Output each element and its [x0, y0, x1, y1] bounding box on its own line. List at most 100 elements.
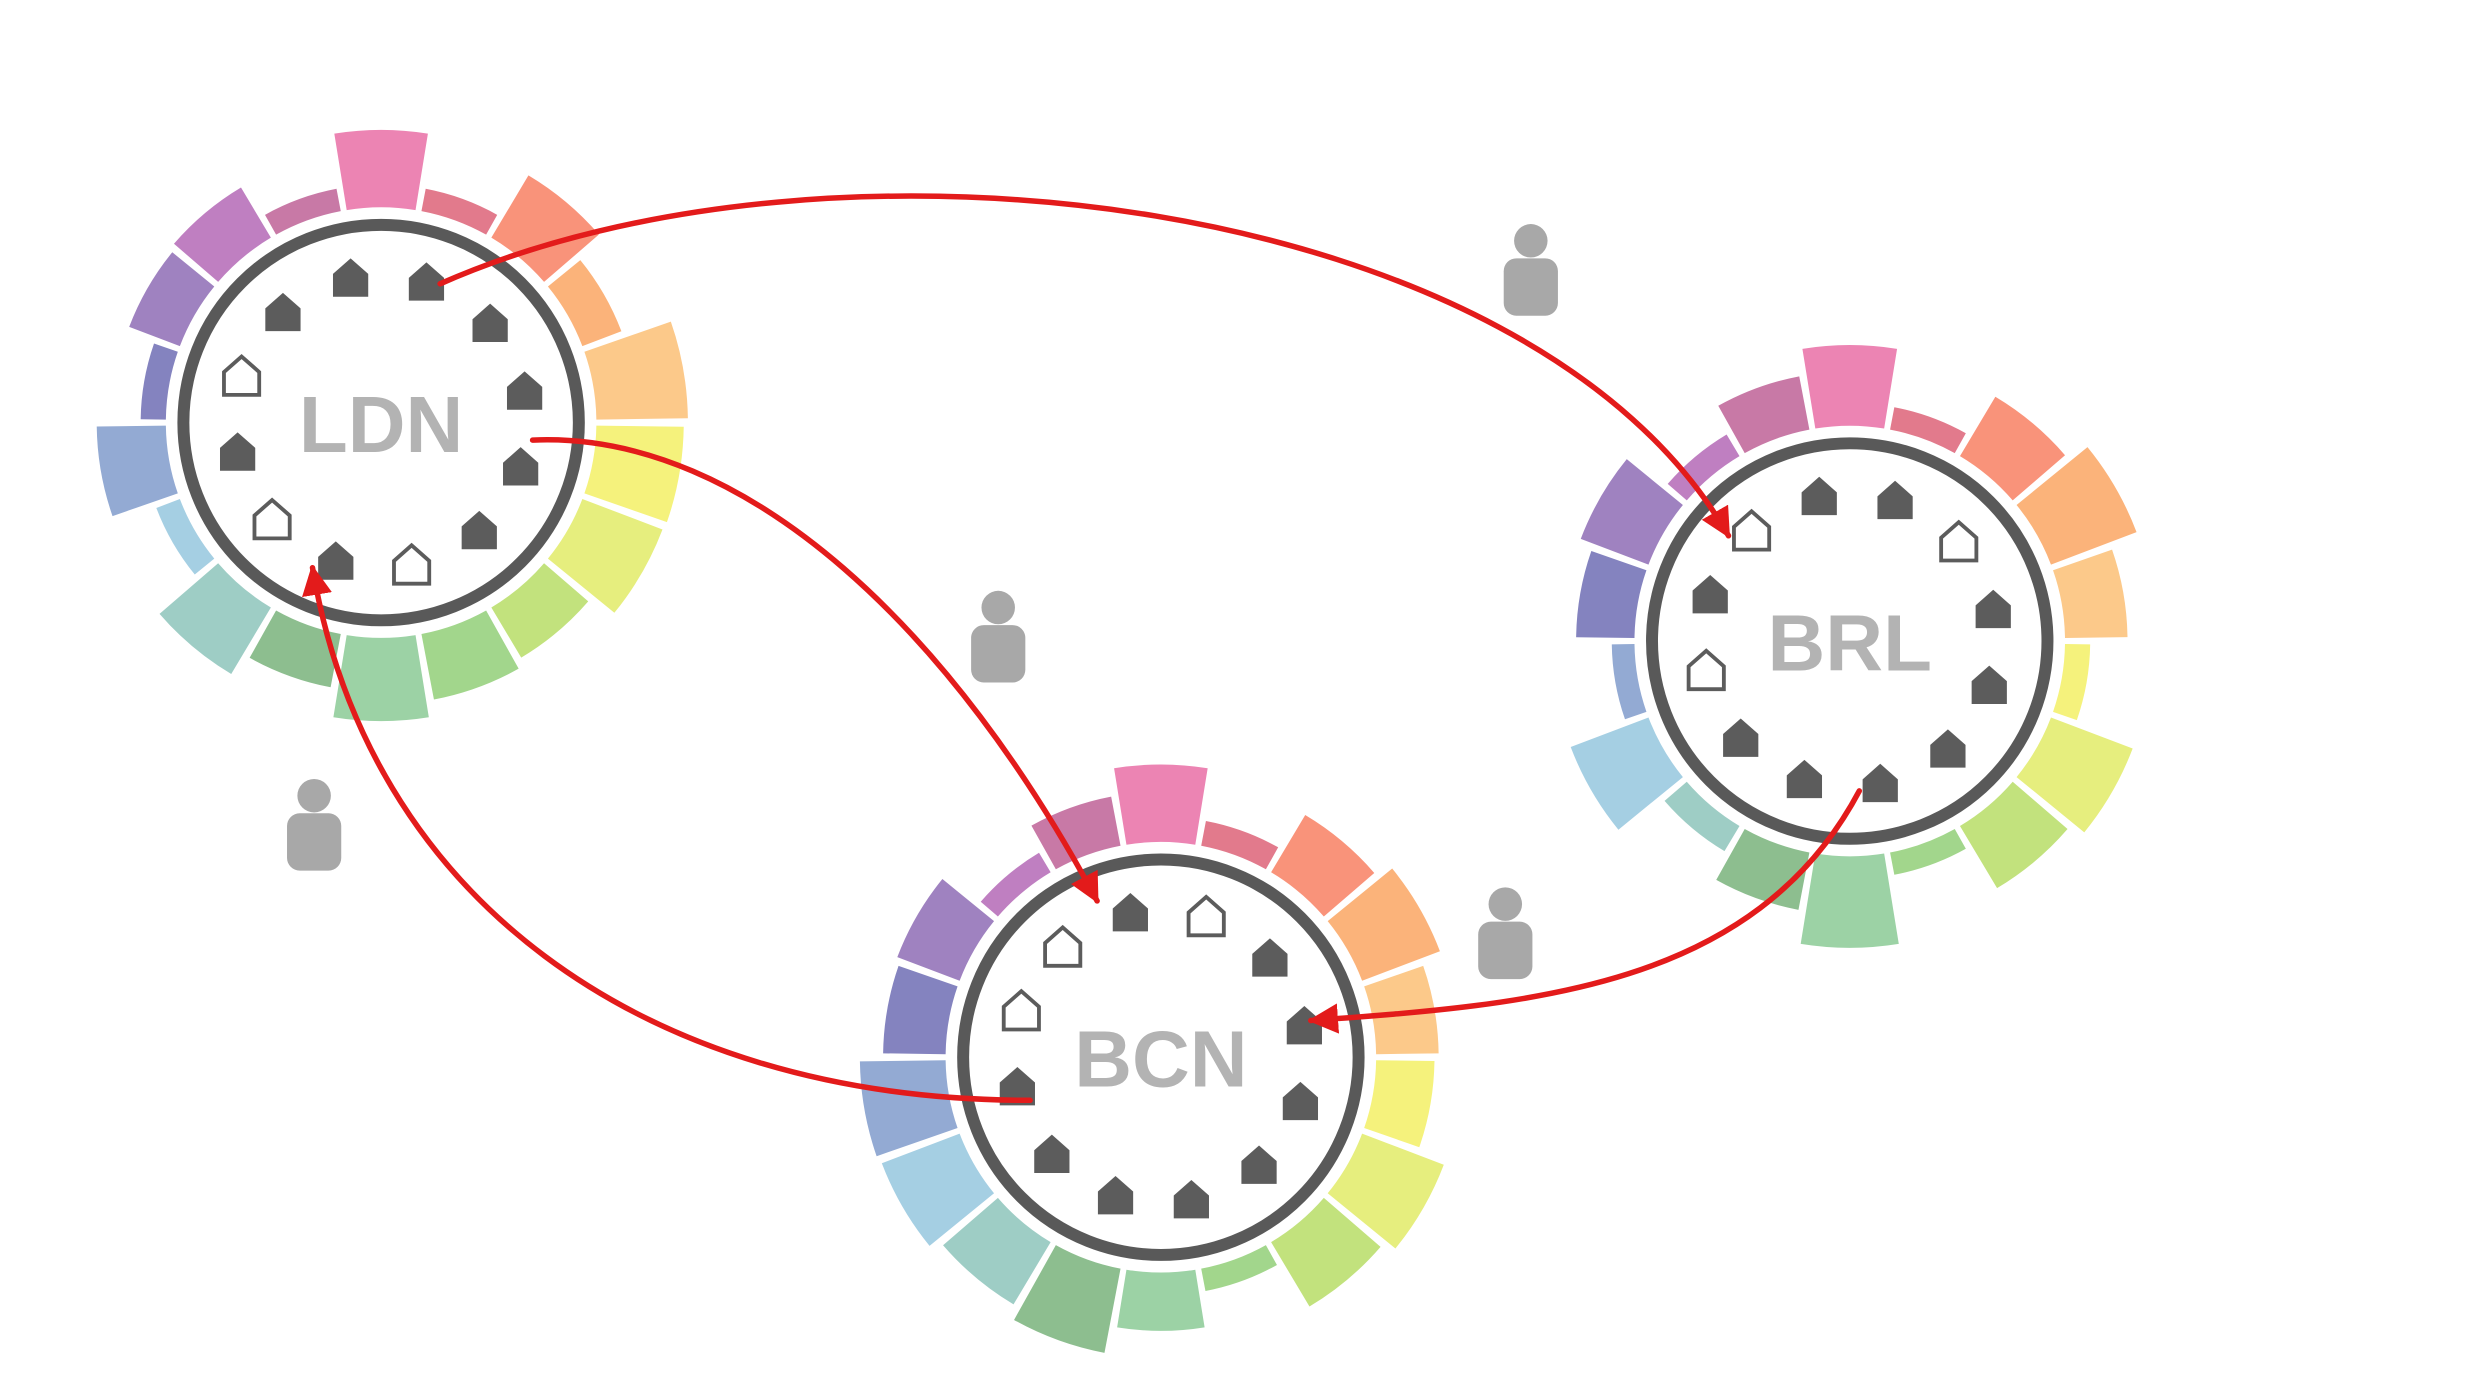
- house-icon: [506, 371, 543, 410]
- house-icon: [1971, 665, 2007, 704]
- city-node-brl: BRL: [1570, 345, 2137, 948]
- house-icon: [503, 447, 539, 486]
- brl-band-segment: [1959, 781, 2068, 889]
- brl-houses: [1686, 476, 2011, 803]
- ldn-band-segment: [173, 187, 271, 282]
- ldn-band-segment: [96, 425, 178, 517]
- house-icon: [332, 258, 369, 297]
- bcn-band-segment: [980, 852, 1051, 917]
- person-icon: [971, 590, 1026, 683]
- house-icon: [1930, 729, 1966, 768]
- cities-layer: LDN BRL BCN: [96, 129, 2137, 1353]
- brl-band-segment: [1800, 853, 1899, 948]
- bcn-band-segment: [1327, 1133, 1444, 1249]
- city-node-bcn: BCN: [859, 764, 1444, 1353]
- brl-band-segment: [1959, 396, 2066, 501]
- house-icon: [1862, 763, 1898, 803]
- house-icon: [472, 303, 508, 343]
- house-outline-icon: [1939, 519, 1979, 563]
- brl-band-segment: [1890, 828, 1966, 875]
- brl-band-segment: [1580, 459, 1683, 565]
- brl-band-segment: [1718, 376, 1810, 454]
- ldn-band-segment: [265, 188, 341, 235]
- house-outline-icon: [1186, 894, 1226, 938]
- house-icon: [1786, 759, 1823, 799]
- ldn-houses: [219, 258, 543, 586]
- house-outline-icon: [392, 542, 432, 586]
- ldn-band-segment: [547, 499, 663, 613]
- house-icon: [1112, 892, 1148, 932]
- link-brl-bcn-arrow: [1307, 788, 1863, 1034]
- bcn-band-segment: [1364, 965, 1439, 1055]
- bcn-band-segment: [1114, 764, 1208, 845]
- house-icon: [1034, 1134, 1070, 1174]
- ldn-band-segment: [140, 343, 178, 420]
- bcn-band-segment: [1031, 796, 1121, 870]
- house-icon: [1877, 480, 1913, 520]
- house-icon: [1241, 1145, 1277, 1184]
- house-icon: [1252, 938, 1288, 977]
- bcn-band-segment: [1117, 1269, 1205, 1331]
- person-icon: [287, 778, 342, 871]
- ldn-band-segment: [491, 563, 589, 658]
- house-icon: [408, 262, 445, 301]
- bcn-band-segment: [1364, 1060, 1435, 1148]
- brl-band-segment: [1611, 644, 1647, 720]
- house-outline-icon: [1001, 988, 1041, 1032]
- ldn-color-ring: [96, 129, 688, 722]
- bcn-label: BCN: [1074, 1015, 1247, 1104]
- house-outline-icon: [1043, 924, 1083, 968]
- ldn-band-segment: [156, 499, 215, 575]
- people-layer: [287, 224, 1558, 980]
- brl-band-segment: [1890, 407, 1966, 454]
- bcn-band-segment: [1327, 868, 1440, 981]
- house-outline-icon: [252, 497, 292, 541]
- ldn-band-segment: [129, 252, 215, 347]
- house-outline-icon: [1686, 648, 1726, 692]
- ldn-band-segment: [334, 129, 428, 211]
- bcn-band-segment: [1201, 821, 1279, 870]
- house-icon: [1173, 1179, 1209, 1219]
- links-layer: [302, 193, 1863, 1104]
- brl-band-segment: [2053, 549, 2128, 639]
- ldn-band-segment: [584, 425, 684, 523]
- house-outline-icon: [1732, 508, 1772, 552]
- house-icon: [265, 292, 301, 332]
- house-outline-icon: [222, 353, 262, 397]
- ldn-band-segment: [421, 610, 519, 700]
- ldn-band-segment: [547, 260, 622, 347]
- house-icon: [461, 510, 497, 550]
- bcn-band-segment: [883, 965, 958, 1055]
- ldn-band-segment: [249, 610, 341, 688]
- link-ldn-bcn-arrow: [529, 437, 1100, 904]
- brl-band-segment: [2016, 717, 2133, 833]
- ldn-label: LDN: [299, 380, 463, 469]
- bcn-houses: [999, 892, 1322, 1219]
- bcn-band-segment: [1201, 1245, 1277, 1291]
- house-icon: [999, 1066, 1035, 1106]
- bcn-band-segment: [1014, 1245, 1121, 1353]
- person-icon: [1478, 887, 1533, 980]
- brl-band-segment: [1576, 551, 1647, 639]
- brl-color-ring: [1570, 345, 2137, 948]
- brl-band-segment: [1570, 717, 1683, 830]
- bcn-band-segment: [1271, 1197, 1381, 1307]
- bcn-color-ring: [859, 764, 1444, 1353]
- brl-band-segment: [1667, 434, 1740, 501]
- ldn-band-segment: [159, 563, 271, 674]
- brl-band-segment: [2016, 447, 2137, 565]
- ldn-band-segment: [421, 188, 498, 235]
- house-icon: [1097, 1176, 1134, 1215]
- bcn-band-segment: [943, 1197, 1051, 1305]
- bcn-band-segment: [1271, 815, 1375, 917]
- city-node-ldn: LDN: [96, 129, 688, 722]
- house-icon: [1692, 574, 1728, 614]
- brl-label: BRL: [1768, 599, 1932, 688]
- bcn-band-segment: [859, 1060, 958, 1157]
- house-icon: [1801, 476, 1837, 516]
- link-bcn-ldn-arrow: [302, 564, 1033, 1104]
- brl-band-segment: [2053, 644, 2091, 721]
- house-icon: [1975, 589, 2011, 629]
- house-icon: [1723, 718, 1759, 757]
